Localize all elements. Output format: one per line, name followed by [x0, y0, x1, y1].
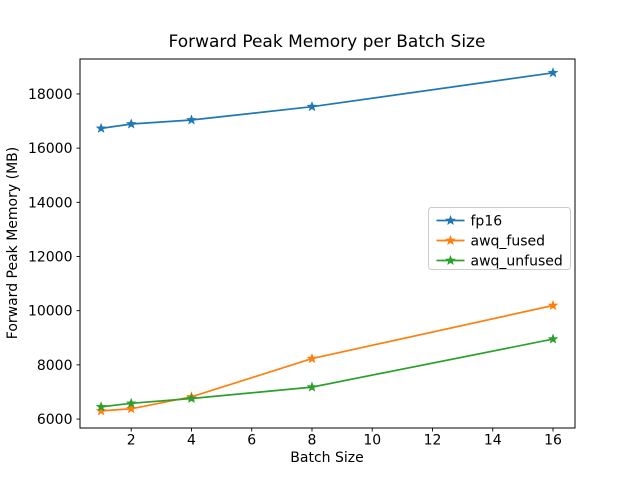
series-line-awq_fused: [101, 304, 554, 412]
series-marker-awq_unfused: [547, 333, 559, 344]
y-tick-label: 10000: [28, 304, 73, 320]
legend-sample-marker: [445, 214, 456, 226]
series-marker-fp16: [125, 118, 137, 129]
y-tick-label: 6000: [37, 412, 73, 428]
x-tick-label: 4: [187, 433, 196, 449]
plot-area-border: [79, 58, 576, 429]
y-tick-label: 18000: [28, 87, 73, 103]
series-marker-fp16: [186, 114, 197, 125]
x-tick-label: 2: [127, 433, 136, 449]
series-marker-fp16: [95, 122, 107, 133]
x-tick-label: 16: [544, 433, 562, 449]
legend-sample-marker: [445, 254, 456, 266]
y-tick-label: 14000: [28, 195, 73, 211]
legend-label-awq_unfused: awq_unfused: [471, 254, 563, 270]
legend: fp16 awq_fused awq_unfused: [428, 207, 571, 270]
x-tick-label: 10: [363, 433, 381, 449]
series-line-fp16: [100, 71, 554, 130]
series-marker-awq_fused: [306, 353, 318, 364]
series-marker-fp16: [547, 67, 559, 78]
data-series: [95, 67, 559, 416]
series-marker-awq_unfused: [306, 381, 318, 392]
x-tick-label: 8: [308, 433, 317, 449]
y-tick-label: 8000: [37, 358, 73, 374]
series-marker-awq_unfused: [125, 397, 137, 408]
legend-sample-marker: [445, 234, 456, 246]
y-tick-label: 12000: [28, 250, 73, 266]
series-marker-fp16: [306, 101, 318, 112]
y-axis-label: Forward Peak Memory (MB): [5, 147, 21, 339]
x-tick-label: 12: [424, 433, 442, 449]
series-marker-awq_unfused: [95, 401, 107, 412]
x-tick-label: 6: [247, 433, 256, 449]
legend-label-fp16: fp16: [471, 214, 503, 230]
x-axis-ticks: 2 4 6 8 10 12 14 16: [127, 428, 562, 449]
series-marker-awq_fused: [95, 405, 107, 416]
chart-title: Forward Peak Memory per Batch Size: [169, 32, 486, 52]
legend-label-awq_fused: awq_fused: [471, 234, 546, 250]
y-tick-label: 16000: [28, 141, 73, 157]
legend-box: [428, 207, 571, 270]
series-line-awq_unfused: [100, 338, 554, 408]
x-tick-label: 14: [484, 433, 502, 449]
series-marker-awq_fused: [125, 403, 137, 414]
y-axis-ticks: 6000 8000 10000 12000 14000 16000 18000: [28, 87, 80, 428]
x-axis-label: Batch Size: [290, 450, 363, 466]
series-marker-awq_fused: [547, 299, 559, 311]
series-marker-awq_unfused: [186, 392, 197, 403]
